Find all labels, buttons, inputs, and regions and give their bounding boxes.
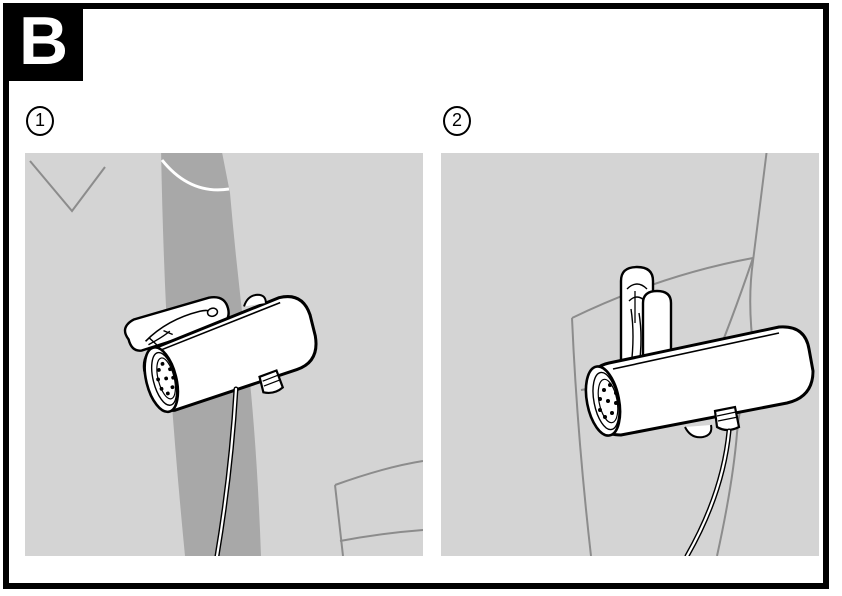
grille-holes	[598, 383, 618, 419]
microphone-cable-highlight	[685, 429, 731, 556]
microphone-bottom-nub	[684, 424, 713, 439]
illustration-panel-step-2	[441, 153, 819, 556]
cable-strain-relief	[258, 369, 285, 395]
microphone-grille	[143, 346, 180, 414]
shirt-pocket-outline	[571, 257, 754, 319]
figure-letter-block: B	[3, 3, 83, 81]
illustration-panel-step-1	[25, 153, 423, 556]
shirt-pocket-outline	[334, 460, 423, 556]
step-marker-2: 2	[443, 106, 471, 136]
microphone-assembly-step-2	[584, 265, 815, 439]
shirt-collar-line	[29, 160, 106, 213]
microphone-clip	[123, 296, 230, 352]
necktie-knot-line	[160, 159, 230, 192]
microphone-grille	[584, 365, 622, 437]
microphone-cable-highlight	[215, 387, 238, 556]
step-marker-1: 1	[26, 106, 54, 136]
panel-2-artwork	[441, 153, 819, 556]
microphone-assembly-step-1	[123, 293, 318, 414]
panel-1-artwork	[25, 153, 423, 556]
shirt-pocket-left-edge	[571, 317, 592, 556]
microphone-top-nub	[243, 293, 267, 307]
cable-strain-relief	[713, 405, 741, 432]
figure-letter: B	[18, 3, 68, 79]
grille-holes	[156, 361, 176, 396]
